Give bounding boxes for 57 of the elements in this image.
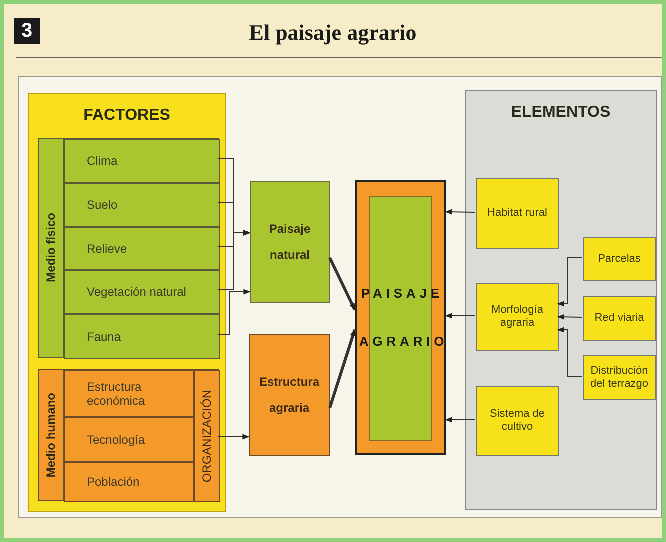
group-label: Medio físico [43, 213, 59, 283]
panel-heading: ELEMENTOS [511, 104, 611, 121]
elements-panel [465, 90, 657, 510]
arrow [445, 313, 476, 319]
cell-text: Estructura económica [87, 380, 146, 408]
box-label: Estructura agraria [258, 374, 321, 417]
group-panel [38, 369, 219, 501]
arrow [445, 209, 476, 215]
result-box [250, 181, 330, 303]
factor-cell [64, 370, 194, 417]
element-box [476, 386, 559, 456]
arrow [328, 329, 356, 408]
box-label: Red viaria [594, 312, 644, 325]
factor-cell [64, 417, 194, 462]
central-box [355, 180, 446, 455]
box-label: Morfología agraria [490, 304, 544, 330]
organization-strip [194, 370, 220, 502]
box-label: Paisaje natural [268, 221, 312, 264]
factors-panel [28, 93, 226, 512]
factor-cell [64, 183, 220, 227]
arrow [218, 434, 250, 440]
box-label: Distribución del terrazgo [589, 364, 650, 390]
factor-cell [64, 462, 194, 502]
box-label: Sistema de cultivo [488, 408, 546, 434]
box-label: Parcelas [598, 252, 641, 266]
cell-text: Clima [87, 154, 118, 168]
box-label: Habitat rural [488, 207, 548, 220]
arrow [445, 417, 476, 423]
arrow [557, 258, 582, 307]
result-box [249, 334, 330, 456]
factor-cell [64, 270, 220, 314]
cell-text: Población [87, 475, 140, 489]
figure-number: 3 [14, 18, 40, 44]
panel-heading: FACTORES [84, 107, 170, 124]
strip-label: ORGANIZACIÓN [199, 390, 215, 482]
cell-text: Fauna [87, 330, 122, 344]
arrow [328, 257, 356, 311]
group-label: Medio humano [43, 392, 59, 478]
diagram-title: El paisaje agrario [249, 20, 417, 45]
arrow [557, 327, 582, 377]
arrow [218, 230, 251, 290]
group-panel [38, 138, 219, 358]
element-box [476, 283, 559, 351]
element-box [583, 237, 656, 281]
factor-cell [64, 314, 220, 359]
arrow [218, 289, 251, 335]
cell-text: Vegetación natural [87, 285, 186, 299]
factor-cell [64, 227, 220, 270]
factor-cell [64, 139, 220, 183]
central-label: PAISAJE AGRARIO [358, 284, 446, 350]
cell-text: Tecnología [87, 432, 146, 446]
element-box [583, 296, 656, 341]
element-box [476, 178, 559, 249]
cell-text: Suelo [87, 198, 118, 212]
cell-text: Relieve [87, 242, 128, 256]
arrow [557, 314, 582, 320]
element-box [583, 355, 656, 400]
